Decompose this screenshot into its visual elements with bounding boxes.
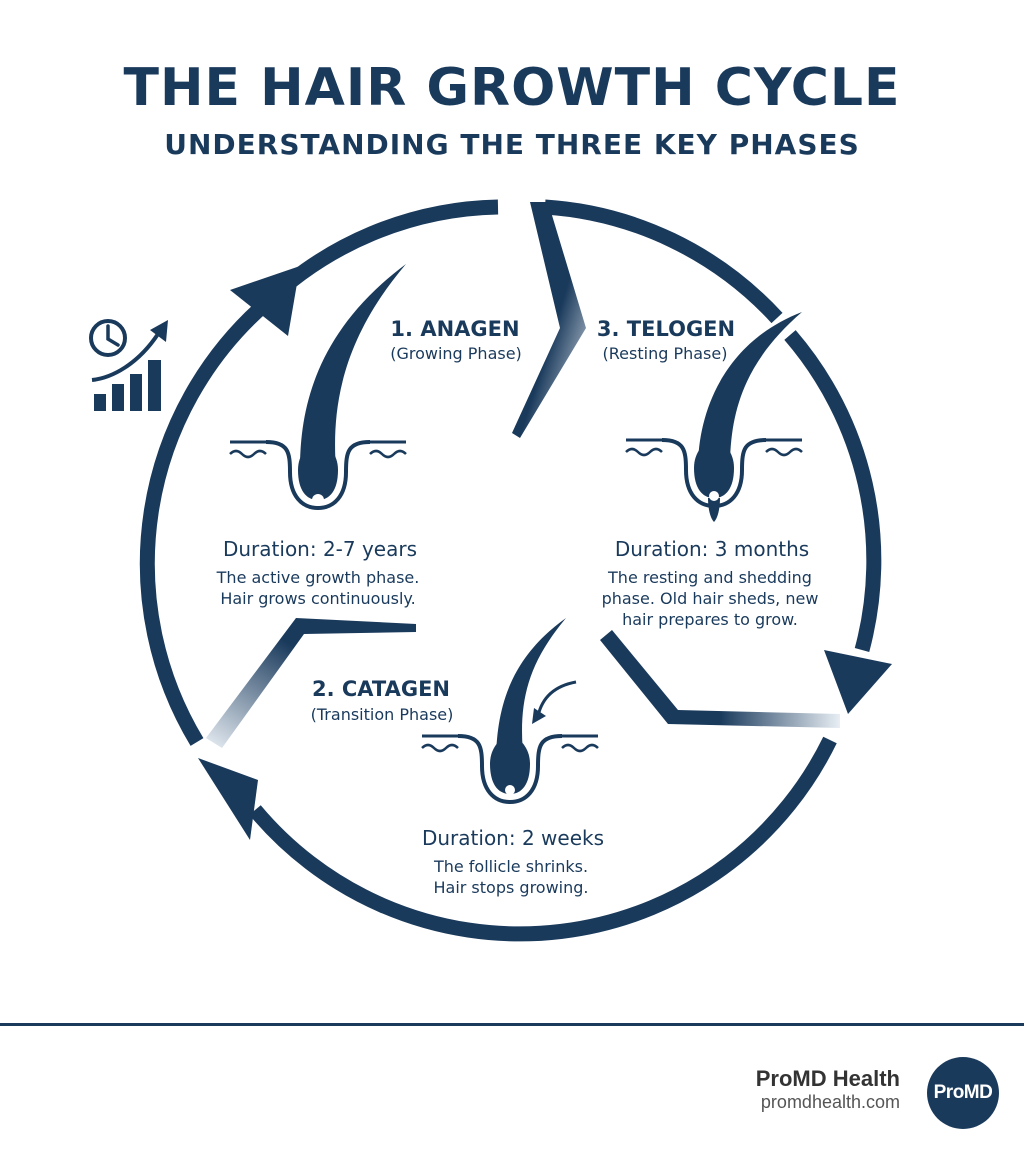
anagen-subtitle: (Growing Phase) [390, 344, 522, 363]
telogen-desc-line3: hair prepares to grow. [622, 610, 798, 629]
anagen-title: 1. ANAGEN [390, 317, 519, 341]
separator-top-icon [512, 202, 586, 438]
catagen-subtitle: (Transition Phase) [311, 705, 454, 724]
anagen-desc-line2: Hair grows continuously. [220, 589, 415, 608]
anagen-desc-line1: The active growth phase. [216, 568, 420, 587]
anagen-follicle-icon [228, 264, 408, 510]
telogen-subtitle: (Resting Phase) [603, 344, 728, 363]
separator-right-icon [600, 630, 840, 728]
arrowhead-right-icon [824, 650, 892, 714]
cycle-ring [139, 199, 882, 942]
telogen-title: 3. TELOGEN [597, 317, 735, 341]
telogen-desc-line1: The resting and shedding [607, 568, 812, 587]
telogen-desc-line2: phase. Old hair sheds, new [602, 589, 819, 608]
promd-logo-icon: ProMD [927, 1057, 999, 1129]
telogen-duration: Duration: 3 months [615, 537, 809, 561]
catagen-title: 2. CATAGEN [312, 677, 450, 701]
catagen-desc-line1: The follicle shrinks. [433, 857, 588, 876]
page-subtitle: UNDERSTANDING THE THREE KEY PHASES [164, 128, 860, 161]
page-title: THE HAIR GROWTH CYCLE [123, 58, 901, 118]
separator-left-icon [206, 618, 416, 748]
catagen-desc-line2: Hair stops growing. [433, 878, 588, 897]
brand-name: ProMD Health [755, 1066, 900, 1091]
clock-growth-chart-icon [89, 319, 168, 411]
catagen-follicle-icon [420, 618, 600, 804]
arrowhead-top-left-icon [230, 266, 300, 336]
arrowhead-bottom-left-icon [198, 758, 258, 840]
hair-cycle-diagram: 1. ANAGEN (Growing Phase) Duration: 2-7 … [89, 199, 892, 942]
catagen-duration: Duration: 2 weeks [422, 826, 604, 850]
telogen-follicle-icon [624, 312, 804, 522]
anagen-duration: Duration: 2-7 years [223, 537, 417, 561]
footer-divider [0, 1023, 1024, 1026]
brand-url-link[interactable]: promdhealth.com [760, 1092, 900, 1112]
